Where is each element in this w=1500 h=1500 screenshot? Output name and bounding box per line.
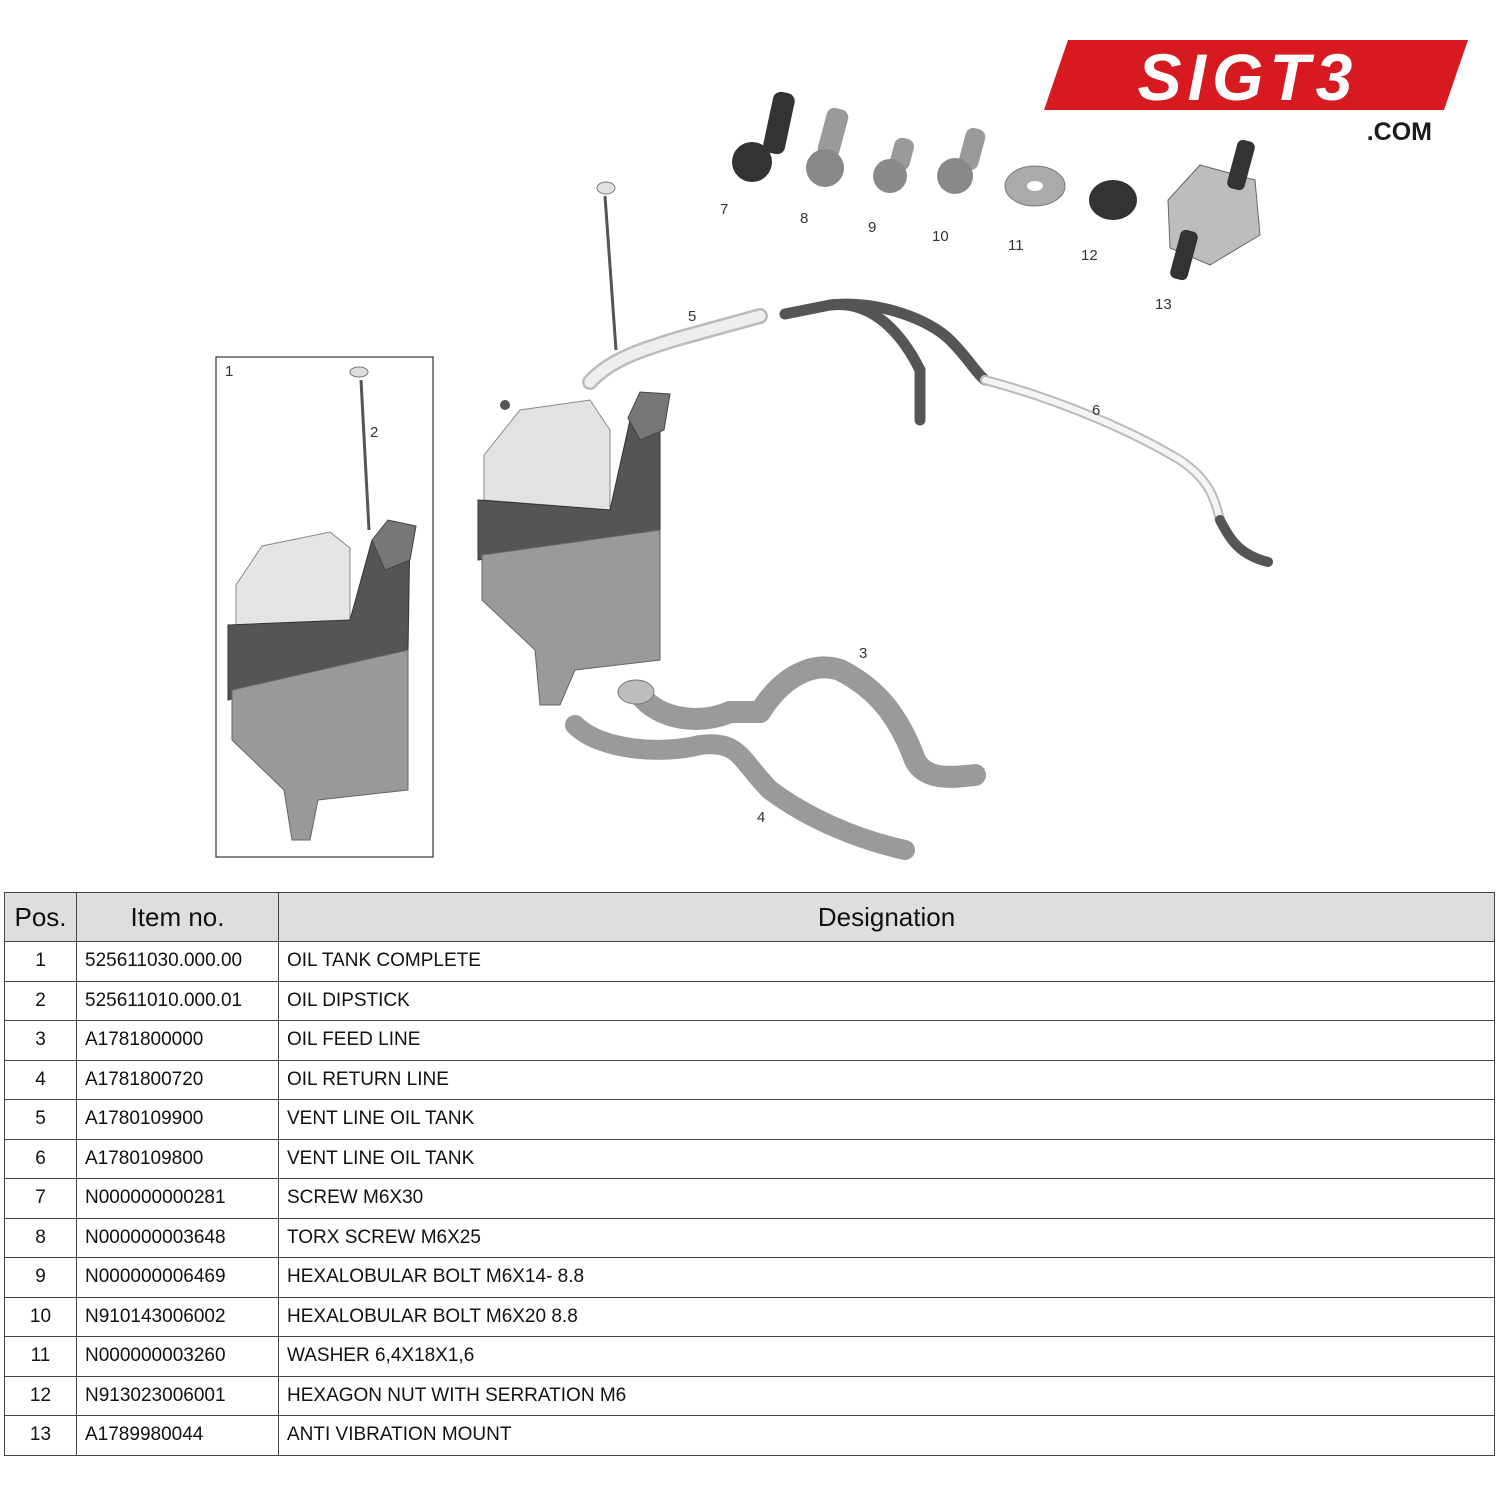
- callout-12: 12: [1081, 247, 1098, 264]
- cell-item-no: N000000000281: [76, 1178, 279, 1219]
- logo-domain: .COM: [1367, 118, 1432, 146]
- cell-item-no: A1781800720: [76, 1059, 279, 1100]
- cell-pos: 3: [4, 1020, 77, 1061]
- brand-logo: SIGT3 .COM: [1044, 40, 1468, 146]
- cell-pos: 4: [4, 1059, 77, 1100]
- cell-item-no: A1780109800: [76, 1138, 279, 1179]
- callout-3: 3: [859, 645, 867, 662]
- parts-diagram: 1 2 3 4 5 6 7 8 9 10 11 12 13: [215, 91, 1273, 860]
- cell-designation: SCREW M6X30: [278, 1178, 1495, 1219]
- callout-8: 8: [800, 210, 808, 227]
- callout-4: 4: [757, 809, 765, 826]
- cell-item-no: A1781800000: [76, 1020, 279, 1061]
- cell-pos: 5: [4, 1099, 77, 1140]
- callout-11: 11: [1008, 237, 1024, 254]
- callout-10: 10: [932, 228, 949, 245]
- cell-designation: VENT LINE OIL TANK: [278, 1138, 1495, 1179]
- inset-oil-tank: [227, 366, 417, 841]
- cell-pos: 6: [4, 1138, 77, 1179]
- vent-line-6: [980, 375, 1225, 525]
- cell-pos: 12: [4, 1375, 77, 1416]
- cell-designation: OIL TANK COMPLETE: [278, 941, 1495, 982]
- header-item-no: Item no.: [76, 892, 279, 942]
- vent-hose-black: [779, 298, 926, 426]
- cell-item-no: 525611030.000.00: [76, 941, 279, 982]
- cell-designation: HEXALOBULAR BOLT M6X20 8.8: [278, 1296, 1495, 1337]
- cell-pos: 10: [4, 1296, 77, 1337]
- cell-pos: 9: [4, 1257, 77, 1298]
- oil-tank: [477, 391, 671, 706]
- cell-designation: OIL RETURN LINE: [278, 1059, 1495, 1100]
- logo-wordmark: SIGT3: [1138, 40, 1359, 114]
- oil-return-line: [565, 715, 915, 860]
- cell-designation: OIL FEED LINE: [278, 1020, 1495, 1061]
- cell-item-no: N913023006001: [76, 1375, 279, 1416]
- cell-designation: WASHER 6,4X18X1,6: [278, 1336, 1495, 1377]
- hardware-row: [732, 91, 1261, 281]
- cell-pos: 7: [4, 1178, 77, 1219]
- cell-designation: TORX SCREW M6X25: [278, 1217, 1495, 1258]
- cell-item-no: N910143006002: [76, 1296, 279, 1337]
- cell-designation: ANTI VIBRATION MOUNT: [278, 1415, 1495, 1456]
- header-designation: Designation: [278, 892, 1495, 942]
- callout-9: 9: [868, 219, 876, 236]
- table-header-row: Pos. Item no. Designation: [4, 892, 1495, 942]
- cell-item-no: N000000003648: [76, 1217, 279, 1258]
- cell-item-no: N000000003260: [76, 1336, 279, 1377]
- cell-item-no: A1780109900: [76, 1099, 279, 1140]
- header-pos: Pos.: [4, 892, 77, 942]
- cell-pos: 1: [4, 941, 77, 982]
- cell-item-no: N000000006469: [76, 1257, 279, 1298]
- cell-pos: 8: [4, 1217, 77, 1258]
- inset-frame: [215, 356, 434, 858]
- cell-designation: OIL DIPSTICK: [278, 980, 1495, 1021]
- cell-item-no: 525611010.000.01: [76, 980, 279, 1021]
- callout-7: 7: [720, 201, 728, 218]
- callout-6: 6: [1092, 402, 1100, 419]
- cell-item-no: A1789980044: [76, 1415, 279, 1456]
- cell-designation: HEXAGON NUT WITH SERRATION M6: [278, 1375, 1495, 1416]
- cell-pos: 13: [4, 1415, 77, 1456]
- oil-feed-line: [749, 656, 986, 788]
- cell-designation: HEXALOBULAR BOLT M6X14- 8.8: [278, 1257, 1495, 1298]
- callout-1: 1: [225, 363, 233, 380]
- cell-designation: VENT LINE OIL TANK: [278, 1099, 1495, 1140]
- callout-13: 13: [1155, 296, 1172, 313]
- callout-5: 5: [688, 308, 696, 325]
- cell-pos: 11: [4, 1336, 77, 1377]
- callout-2: 2: [370, 424, 378, 441]
- dipstick: [596, 181, 618, 351]
- cell-pos: 2: [4, 980, 77, 1021]
